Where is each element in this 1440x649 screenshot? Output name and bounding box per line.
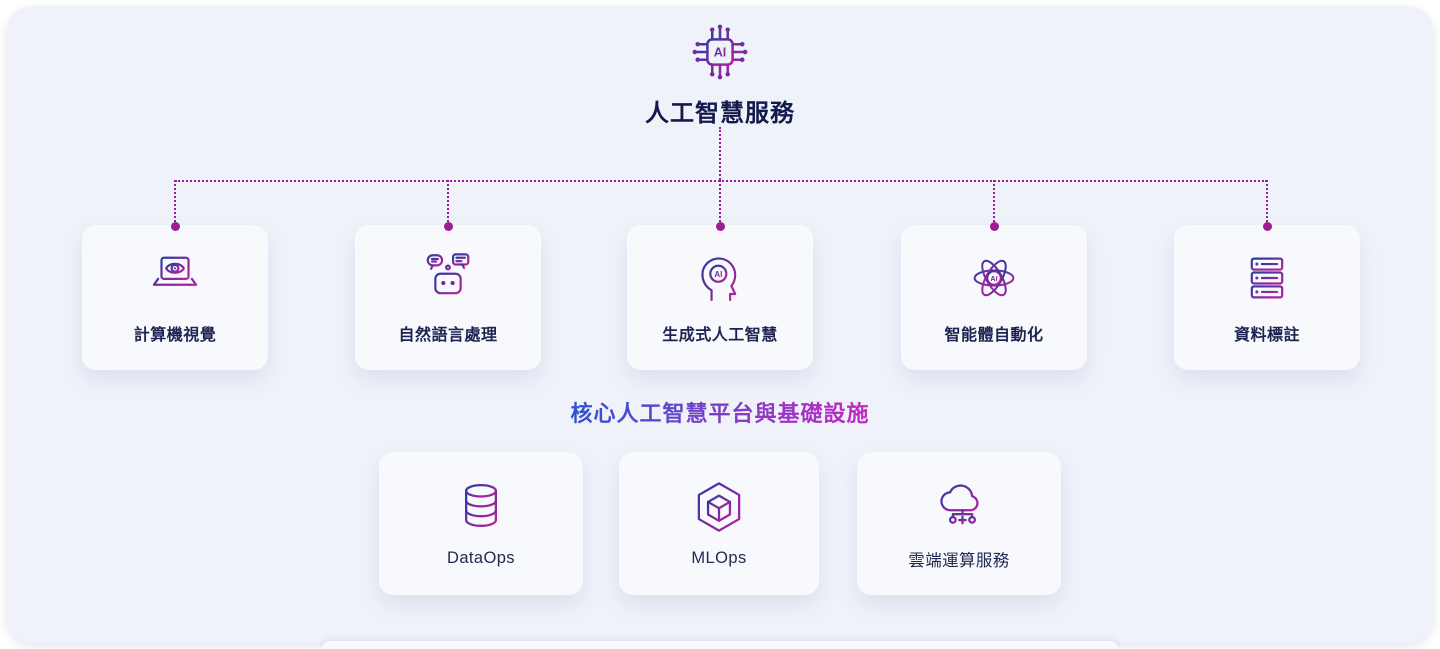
platform-section-title-text: 核心人工智慧平台與基礎設施 bbox=[570, 401, 870, 426]
ai-chip-icon: AI bbox=[689, 21, 751, 83]
connector-branch-line bbox=[719, 180, 721, 222]
connector-trunk-line bbox=[719, 127, 721, 180]
connector-branch-line bbox=[447, 180, 449, 222]
platform-card-label: DataOps bbox=[447, 549, 515, 567]
nlp-icon bbox=[421, 251, 475, 305]
agent-automation-icon: AI bbox=[967, 251, 1021, 305]
service-card-agent-automation: AI 智能體自動化 bbox=[901, 225, 1087, 370]
service-card-label: 資料標註 bbox=[1233, 326, 1300, 344]
connector-horizontal-line bbox=[175, 180, 1267, 182]
atom-ai-text: AI bbox=[990, 274, 997, 282]
service-card-computer-vision: 計算機視覺 bbox=[82, 225, 268, 370]
service-card-label: 生成式人工智慧 bbox=[662, 326, 778, 344]
generative-ai-icon: AI bbox=[693, 251, 747, 305]
service-card-generative-ai: AI 生成式人工智慧 bbox=[627, 225, 813, 370]
dataops-icon bbox=[453, 479, 509, 535]
connector-dot bbox=[715, 221, 725, 231]
computer-vision-icon bbox=[148, 251, 202, 305]
service-card-data-annotation: 資料標註 bbox=[1174, 225, 1360, 370]
platform-section-title: 核心人工智慧平台與基礎設施 bbox=[0, 396, 1440, 428]
chip-ai-text: AI bbox=[714, 45, 727, 59]
platform-card-mlops: MLOps bbox=[619, 452, 819, 595]
service-card-label: 計算機視覺 bbox=[133, 326, 217, 344]
platform-card-label: MLOps bbox=[691, 549, 747, 567]
platform-card-label: 雲端運算服務 bbox=[908, 551, 1010, 570]
connector-branch-line bbox=[174, 180, 176, 222]
page-title: 人工智慧服務 bbox=[645, 100, 795, 127]
head-ai-text: AI bbox=[714, 270, 722, 279]
service-card-label: 自然語言處理 bbox=[398, 326, 498, 344]
connector-dot bbox=[989, 221, 999, 231]
service-card-nlp: 自然語言處理 bbox=[355, 225, 541, 370]
cloud-computing-icon bbox=[931, 477, 987, 533]
platform-card-cloud-computing: 雲端運算服務 bbox=[857, 452, 1061, 595]
data-annotation-icon bbox=[1240, 251, 1294, 305]
service-card-label: 智能體自動化 bbox=[944, 326, 1044, 344]
connector-branch-line bbox=[993, 180, 995, 222]
mlops-icon bbox=[691, 479, 747, 535]
connector-dot bbox=[1262, 221, 1272, 231]
platform-card-dataops: DataOps bbox=[379, 452, 583, 595]
connector-branch-line bbox=[1266, 180, 1268, 222]
connector-dot bbox=[170, 221, 180, 231]
connector-dot bbox=[443, 221, 453, 231]
next-section-card-peek bbox=[321, 641, 1119, 649]
